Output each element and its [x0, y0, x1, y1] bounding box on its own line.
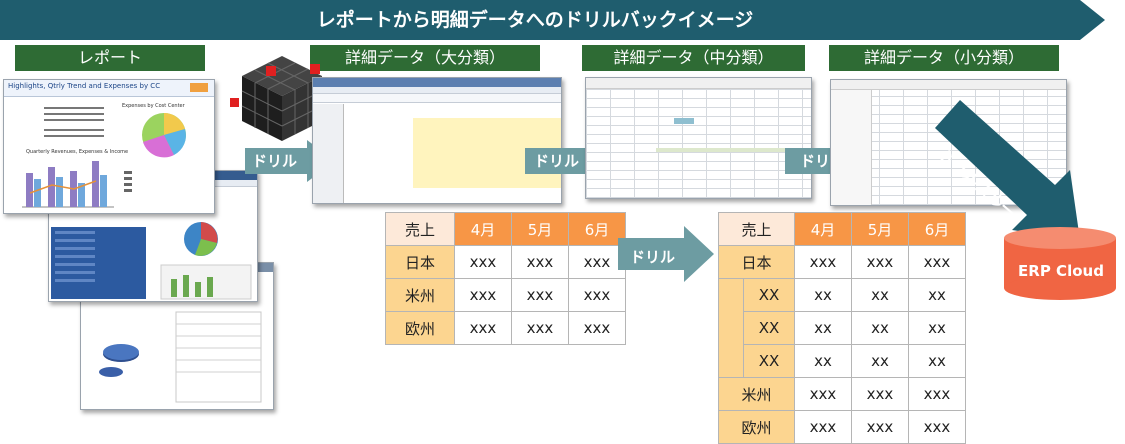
table-header-row: 売上 4月 5月 6月	[719, 213, 966, 246]
drill-label-2: ドリル	[534, 150, 579, 171]
table-row: XX xx xx xx	[719, 345, 966, 378]
table-header-row: 売上 4月 5月 6月	[386, 213, 626, 246]
value-cell: xx	[909, 279, 966, 312]
value-cell: xx	[852, 345, 909, 378]
sales-table-right: 売上 4月 5月 6月 日本 xxx xxx xxx XX xx xx xx X…	[718, 212, 966, 444]
report-thumbnail-1-content: Expenses by Cost Center Quarterly Revenu…	[4, 97, 214, 213]
table-row: 欧州 xxx xxx xxx	[719, 411, 966, 444]
row-label: XX	[744, 345, 795, 378]
erp-cloud-label: ERP Cloud	[1004, 262, 1118, 280]
value-cell: xxx	[569, 246, 626, 279]
banner-title: レポートから明細データへのドリルバックイメージ	[0, 0, 1070, 40]
value-cell: xxx	[795, 378, 852, 411]
table-row: 米州 xxx xxx xxx	[719, 378, 966, 411]
value-cell: xxx	[512, 246, 569, 279]
value-cell: xx	[909, 345, 966, 378]
header-cell: 売上	[719, 213, 795, 246]
value-cell: xx	[795, 312, 852, 345]
value-cell: xxx	[852, 378, 909, 411]
report-thumbnail-1: Highlights, Qtrly Trend and Expenses by …	[3, 79, 215, 214]
header-cell: 6月	[569, 213, 626, 246]
value-cell: xxx	[795, 411, 852, 444]
detail-mid-window	[585, 77, 812, 199]
header-cell: 5月	[852, 213, 909, 246]
row-label: XX	[744, 279, 795, 312]
row-label: 欧州	[719, 411, 795, 444]
header-cell: 6月	[909, 213, 966, 246]
report-title: Highlights, Qtrly Trend and Expenses by …	[8, 82, 160, 90]
value-cell: xxx	[795, 246, 852, 279]
value-cell: xxx	[512, 279, 569, 312]
drill-label-1: ドリル	[252, 150, 297, 171]
row-label: 日本	[386, 246, 455, 279]
section-detail-large: 詳細データ（大分類）	[310, 45, 540, 71]
row-label: 日本	[719, 246, 795, 279]
value-cell: xxx	[569, 279, 626, 312]
header-cell: 5月	[512, 213, 569, 246]
header-cell: 4月	[455, 213, 512, 246]
row-label: 米州	[719, 378, 795, 411]
value-cell: xx	[909, 312, 966, 345]
row-label: 米州	[386, 279, 455, 312]
bar-chart-title: Quarterly Revenues, Expenses & Income	[26, 149, 128, 155]
table-row: 日本 xxx xxx xxx	[719, 246, 966, 279]
row-label: XX	[744, 312, 795, 345]
table-row: XX xx xx xx	[719, 279, 966, 312]
value-cell: xxx	[909, 246, 966, 279]
pie-chart-title: Expenses by Cost Center	[122, 103, 186, 109]
value-cell: xx	[795, 279, 852, 312]
sales-table-left: 売上 4月 5月 6月 日本 xxx xxx xxx 米州 xxx xxx xx…	[385, 212, 626, 345]
value-cell: xx	[795, 345, 852, 378]
header-cell: 4月	[795, 213, 852, 246]
header-cell: 売上	[386, 213, 455, 246]
indent-cell	[719, 279, 744, 378]
value-cell: xxx	[455, 312, 512, 345]
value-cell: xxx	[455, 246, 512, 279]
value-cell: xxx	[909, 378, 966, 411]
table-row: 日本 xxx xxx xxx	[386, 246, 626, 279]
value-cell: xxx	[909, 411, 966, 444]
value-cell: xxx	[852, 411, 909, 444]
value-cell: xx	[852, 312, 909, 345]
value-cell: xx	[852, 279, 909, 312]
drill-label-tables: ドリル	[630, 246, 675, 267]
value-cell: xxx	[852, 246, 909, 279]
value-cell: xxx	[512, 312, 569, 345]
section-report: レポート	[15, 45, 205, 71]
table-row: XX xx xx xx	[719, 312, 966, 345]
value-cell: xxx	[455, 279, 512, 312]
row-label: 欧州	[386, 312, 455, 345]
table-row: 欧州 xxx xxx xxx	[386, 312, 626, 345]
section-detail-mid: 詳細データ（中分類）	[582, 45, 805, 71]
table-row: 米州 xxx xxx xxx	[386, 279, 626, 312]
value-cell: xxx	[569, 312, 626, 345]
section-detail-small: 詳細データ（小分類）	[829, 45, 1059, 71]
